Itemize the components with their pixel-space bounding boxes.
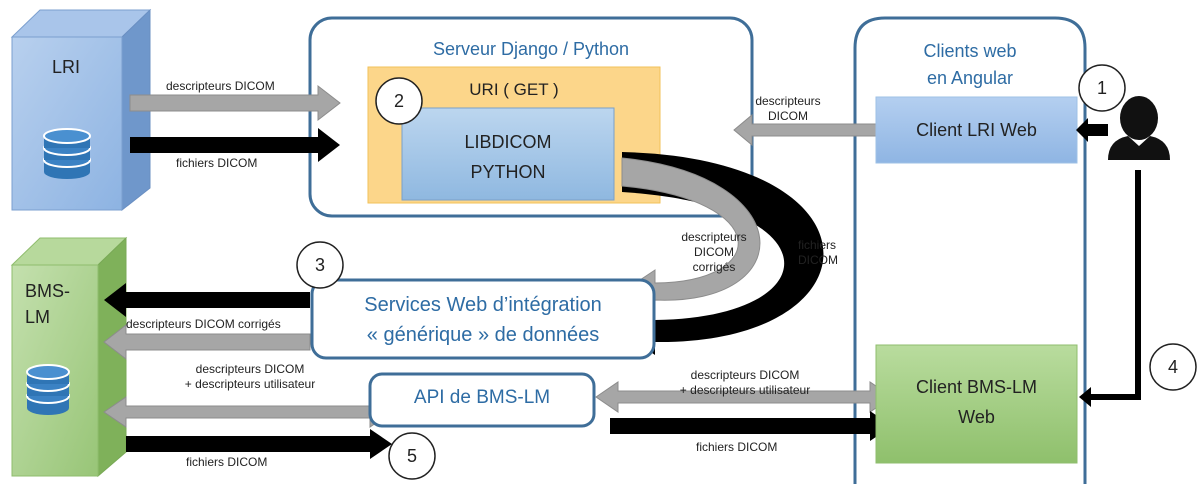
step-circle-2 xyxy=(375,77,423,125)
arrow-user-client-bms xyxy=(1079,170,1141,407)
step-number-3: 3 xyxy=(314,255,325,275)
curve-arrow-fichiers xyxy=(622,152,824,355)
client-bms-box xyxy=(875,344,1078,464)
lri-label: LRI xyxy=(52,57,81,77)
libdicom-label: LIBDICOM PYTHON xyxy=(464,132,552,182)
bms-lm-label: BMS- LM xyxy=(25,281,70,327)
edge-label-api-client-descripteurs: descripteurs DICOM + descripteurs utilis… xyxy=(679,368,811,397)
lri-server xyxy=(10,8,152,212)
step-number-5: 5 xyxy=(406,446,417,466)
edge-label-lri-descripteurs: descripteurs DICOM xyxy=(166,79,275,93)
arrow-services-bms-black xyxy=(104,283,310,317)
arrow-services-bms-gray xyxy=(103,323,311,361)
edge-label-bms-api-fichiers: fichiers DICOM xyxy=(186,455,268,469)
edge-label-bms-api-descripteurs: descripteurs DICOM + descripteurs utilis… xyxy=(184,362,316,391)
step-circle-5 xyxy=(388,432,436,480)
edge-label-curve-descripteurs: descripteurs DICOM corrigés xyxy=(681,230,747,274)
step-number-1: 1 xyxy=(1096,78,1107,98)
libdicom-box xyxy=(401,107,615,201)
database-icon xyxy=(26,364,70,415)
edge-label-services-bms: descripteurs DICOM corrigés xyxy=(126,317,281,331)
edge-label-curve-fichiers: fichiers DICOM xyxy=(798,238,838,267)
arrow-api-client-fichiers xyxy=(610,411,892,441)
arrow-bms-api-descripteurs xyxy=(103,396,393,428)
arrow-user-client-lri xyxy=(1076,118,1108,142)
step-number-4: 4 xyxy=(1167,357,1178,377)
step-circle-1 xyxy=(1078,64,1126,112)
edge-label-server-client: descripteurs DICOM xyxy=(755,94,821,123)
database-icon xyxy=(43,128,91,179)
arrow-lri-fichiers xyxy=(130,128,340,162)
clients-frame xyxy=(853,16,1087,484)
client-lri-label: Client LRI Web xyxy=(916,120,1037,140)
step-number-2: 2 xyxy=(393,91,404,111)
services-label: Services Web d’intégration « générique »… xyxy=(364,294,602,346)
edge-label-lri-fichiers: fichiers DICOM xyxy=(176,156,258,170)
edge-label-api-client-fichiers: fichiers DICOM xyxy=(696,440,778,454)
bms-lm-server xyxy=(10,236,128,478)
client-lri-box xyxy=(875,96,1078,164)
arrow-lri-descripteurs xyxy=(129,84,341,122)
server-title: Serveur Django / Python xyxy=(432,39,630,59)
client-bms-label: Client BMS-LM Web xyxy=(915,377,1038,427)
step-circle-3 xyxy=(296,241,344,289)
step-circle-4 xyxy=(1149,343,1197,391)
api-box xyxy=(368,372,596,428)
user-icon xyxy=(1108,96,1170,160)
arrow-bms-api-fichiers xyxy=(126,429,392,459)
services-box xyxy=(310,278,656,360)
api-label: API de BMS-LM xyxy=(413,387,551,408)
clients-title: Clients web en Angular xyxy=(923,41,1017,88)
uri-label: URI ( GET ) xyxy=(469,80,559,99)
